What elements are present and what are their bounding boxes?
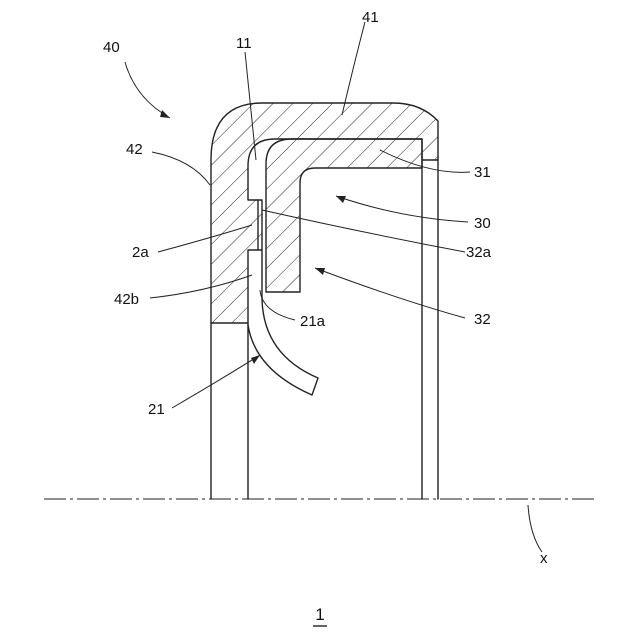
label-2a: 2a — [132, 244, 149, 261]
leader-21-arrow — [251, 355, 260, 364]
label-42b: 42b — [114, 291, 139, 308]
label-21: 21 — [148, 401, 165, 418]
label-21a: 21a — [300, 313, 326, 330]
label-42: 42 — [126, 141, 143, 158]
leader-40-arrow — [160, 110, 170, 118]
label-32: 32 — [474, 311, 491, 328]
label-41: 41 — [362, 9, 379, 26]
inner-ring-hatched — [266, 139, 422, 292]
label-31: 31 — [474, 164, 491, 181]
figure-number: 1 — [315, 605, 324, 624]
leader-21 — [172, 355, 260, 408]
leader-x — [528, 505, 542, 552]
leader-30 — [336, 196, 468, 222]
label-40: 40 — [103, 39, 120, 56]
leader-41 — [342, 22, 365, 115]
leader-32-arrow — [315, 268, 325, 275]
leader-30-arrow — [336, 196, 346, 203]
label-11: 11 — [236, 35, 252, 52]
label-x: x — [540, 550, 548, 567]
label-30: 30 — [474, 215, 491, 232]
leader-42 — [152, 152, 210, 185]
label-32a: 32a — [466, 244, 492, 261]
leader-32 — [315, 268, 465, 318]
outer-case-hatched — [211, 103, 438, 323]
leader-21a — [260, 290, 295, 320]
leader-40 — [125, 62, 170, 118]
